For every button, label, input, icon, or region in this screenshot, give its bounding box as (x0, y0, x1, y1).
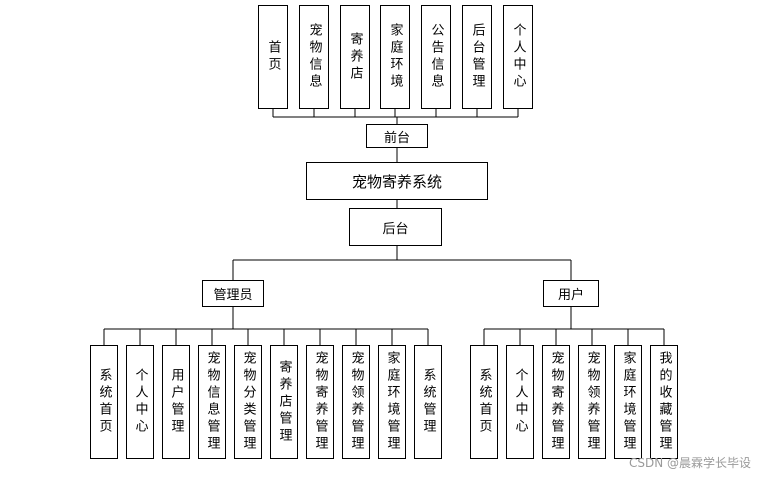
user-item: 系统首页 (470, 345, 498, 459)
back-node: 后台 (349, 208, 442, 246)
front-item: 个人中心 (503, 5, 533, 109)
front-label: 前台 (383, 130, 410, 146)
admin-label: 管理员 (213, 288, 253, 303)
user-label: 用户 (557, 288, 584, 303)
front-item: 家庭环境 (380, 5, 410, 109)
admin-item: 家庭环境管理 (378, 345, 406, 459)
front-item: 寄养店 (340, 5, 370, 109)
admin-node: 管理员 (202, 280, 264, 307)
admin-item: 个人中心 (126, 345, 154, 459)
admin-item: 宠物领养管理 (342, 345, 370, 459)
watermark: CSDN @晨霖学长毕设 (628, 456, 751, 470)
front-item: 首页 (258, 5, 288, 109)
admin-item: 宠物寄养管理 (306, 345, 334, 459)
admin-item: 寄养店管理 (270, 345, 298, 459)
user-item: 宠物寄养管理 (542, 345, 570, 459)
admin-item: 宠物信息管理 (198, 345, 226, 459)
front-item: 公告信息 (421, 5, 451, 109)
user-item: 家庭环境管理 (614, 345, 642, 459)
front-item: 宠物信息 (299, 5, 329, 109)
admin-item: 宠物分类管理 (234, 345, 262, 459)
user-item: 个人中心 (506, 345, 534, 459)
user-node: 用户 (543, 280, 599, 307)
back-label: 后台 (382, 221, 409, 237)
root-label: 宠物寄养系统 (351, 172, 442, 191)
front-item: 后台管理 (462, 5, 492, 109)
admin-item: 用户管理 (162, 345, 190, 459)
root-node: 宠物寄养系统 (306, 162, 488, 200)
user-item: 我的收藏管理 (650, 345, 678, 459)
front-node: 前台 (366, 124, 428, 148)
user-item: 宠物领养管理 (578, 345, 606, 459)
admin-item: 系统首页 (90, 345, 118, 459)
admin-item: 系统管理 (414, 345, 442, 459)
